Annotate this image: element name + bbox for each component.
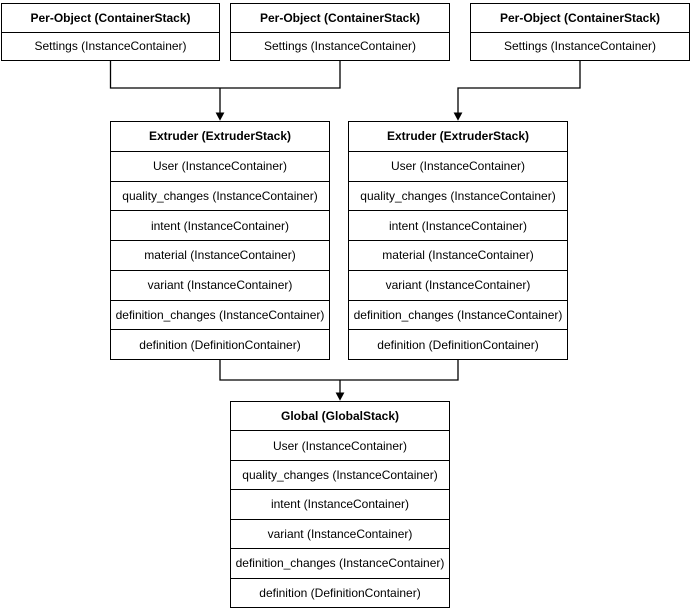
extruder-stack-1-row-definition-changes: definition_changes (InstanceContainer) (111, 299, 329, 330)
connector-perobject12-merge (109, 61, 341, 89)
extruder-stack-1-title: Extruder (ExtruderStack) (148, 129, 292, 144)
extruder-stack-2-row-variant: variant (InstanceContainer) (349, 269, 567, 300)
extruder-stack-1-row-variant: variant (InstanceContainer) (111, 269, 329, 300)
per-object-stack-2-row-settings: Settings (InstanceContainer) (231, 31, 449, 61)
per-object-stack-2: Per-Object (ContainerStack) Settings (In… (230, 3, 450, 61)
per-object-stack-3: Per-Object (ContainerStack) Settings (In… (470, 3, 690, 61)
global-stack-row-definition-changes: definition_changes (InstanceContainer) (231, 548, 449, 577)
extruder-stack-2-row-intent: intent (InstanceContainer) (349, 210, 567, 240)
per-object-stack-1-row-settings: Settings (InstanceContainer) (2, 31, 219, 61)
connector-perobject3-to-right-extruder (457, 61, 581, 113)
extruder-stack-1-row-quality-changes: quality_changes (InstanceContainer) (111, 180, 329, 211)
connector-extruders-merge (219, 360, 459, 381)
per-object-stack-1: Per-Object (ContainerStack) Settings (In… (1, 3, 220, 61)
arrowhead-left-extruder-icon (215, 112, 225, 121)
per-object-stack-3-row-settings: Settings (InstanceContainer) (471, 31, 689, 61)
global-stack: Global (GlobalStack) User (InstanceConta… (230, 401, 450, 608)
extruder-stack-1-row-material: material (InstanceContainer) (111, 240, 329, 270)
extruder-stack-2: Extruder (ExtruderStack) User (InstanceC… (348, 121, 568, 360)
global-stack-row-definition: definition (DefinitionContainer) (231, 577, 449, 607)
per-object-stack-3-title: Per-Object (ContainerStack) (499, 10, 661, 25)
extruder-stack-2-row-material: material (InstanceContainer) (349, 240, 567, 270)
global-stack-row-intent: intent (InstanceContainer) (231, 489, 449, 518)
global-stack-row-user: User (InstanceContainer) (231, 430, 449, 459)
global-stack-row-quality-changes: quality_changes (InstanceContainer) (231, 459, 449, 489)
extruder-stack-2-row-user: User (InstanceContainer) (349, 150, 567, 181)
arrowhead-right-extruder-icon (453, 112, 463, 121)
extruder-stack-1-row-user: User (InstanceContainer) (111, 150, 329, 181)
extruder-stack-1-row-definition: definition (DefinitionContainer) (111, 329, 329, 359)
per-object-stack-1-title: Per-Object (ContainerStack) (30, 10, 191, 25)
extruder-stack-2-row-quality-changes: quality_changes (InstanceContainer) (349, 180, 567, 211)
extruder-stack-2-title: Extruder (ExtruderStack) (386, 129, 530, 144)
extruder-stack-1-row-intent: intent (InstanceContainer) (111, 210, 329, 240)
global-stack-title: Global (GlobalStack) (280, 409, 400, 424)
extruder-stack-2-row-definition-changes: definition_changes (InstanceContainer) (349, 299, 567, 330)
per-object-stack-2-title: Per-Object (ContainerStack) (259, 10, 421, 25)
extruder-stack-2-row-definition: definition (DefinitionContainer) (349, 329, 567, 359)
arrowhead-global-icon (335, 392, 345, 401)
global-stack-row-variant: variant (InstanceContainer) (231, 518, 449, 548)
extruder-stack-1: Extruder (ExtruderStack) User (InstanceC… (110, 121, 330, 360)
